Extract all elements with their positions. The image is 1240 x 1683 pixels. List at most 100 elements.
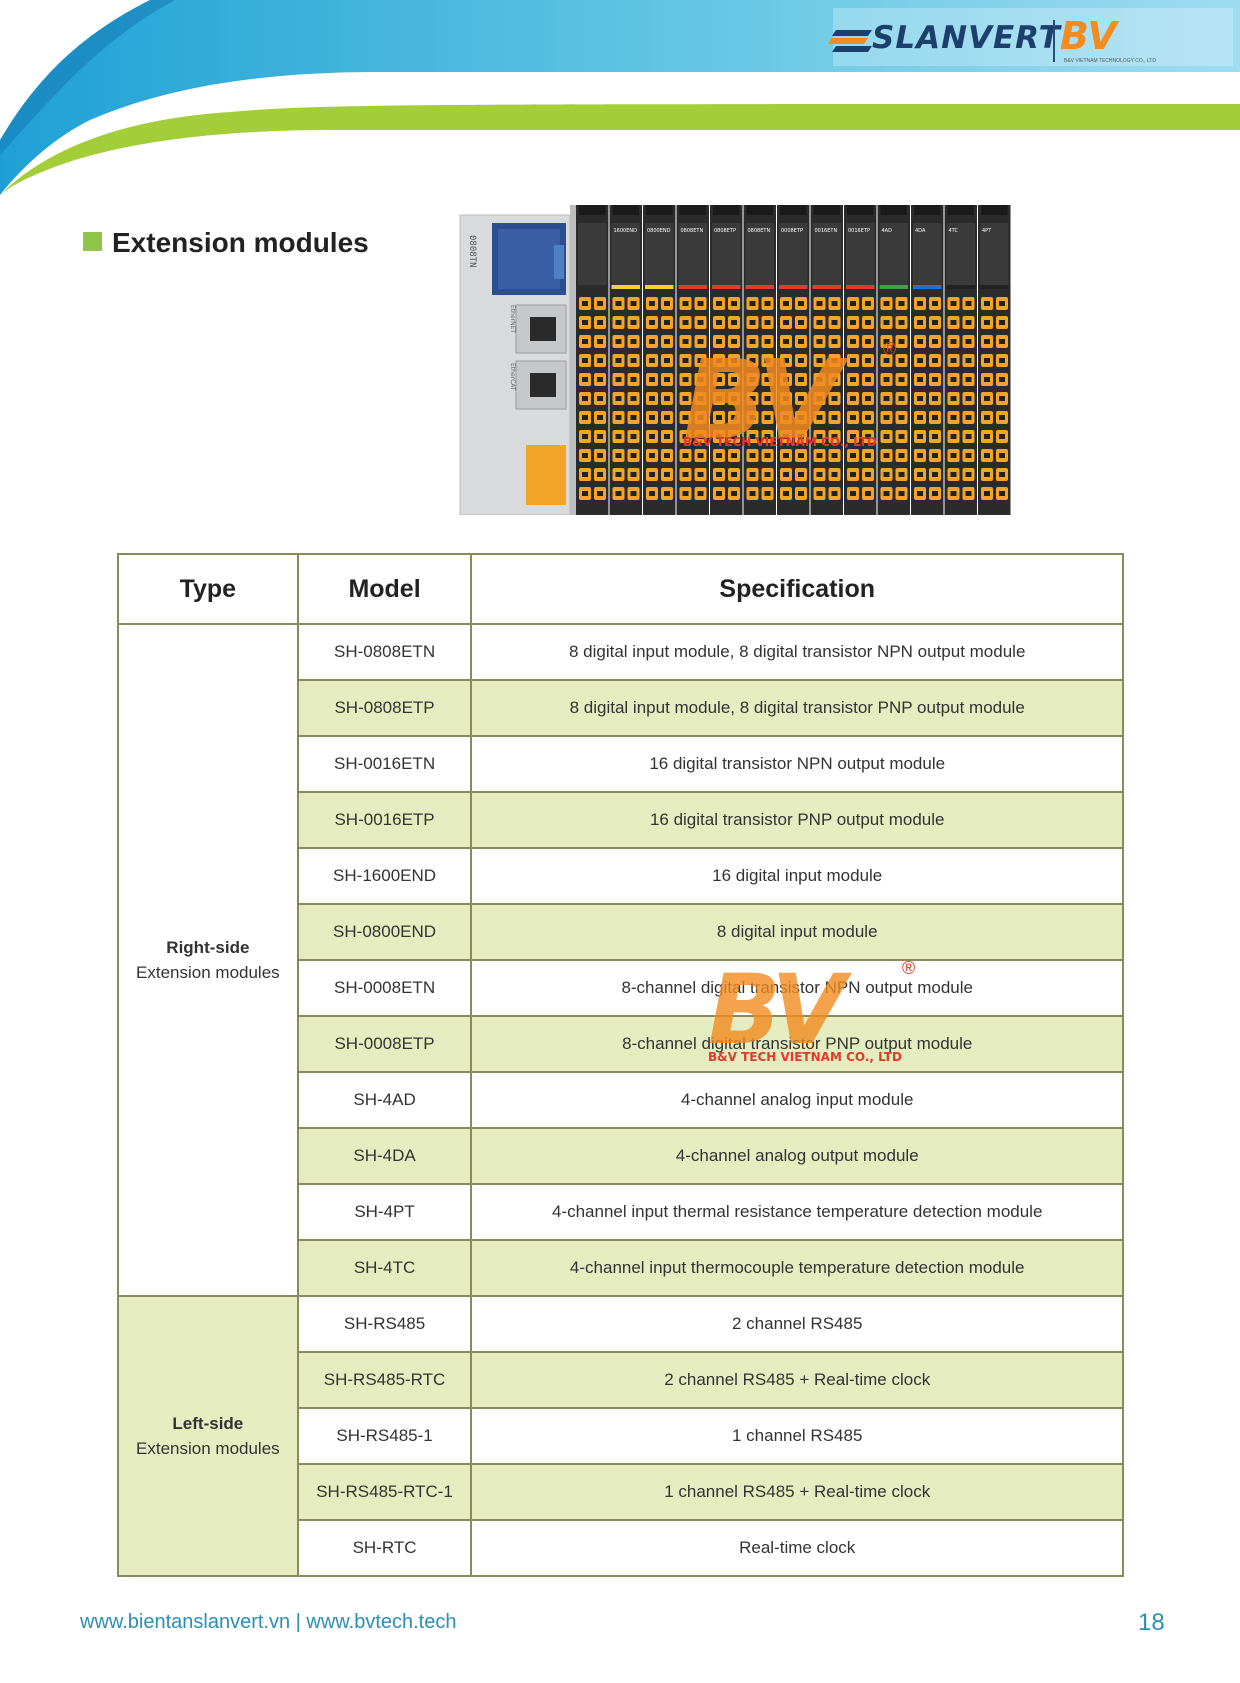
extension-module-slice: 0800END [643,205,676,515]
side-label: 0808TN [467,235,477,268]
model-cell: SH-RS485 [296,1295,473,1353]
table-row: SH-RS485-RTC-1 1 channel RS485 + Real-ti… [118,1463,1124,1521]
model-cell: SH-0800END [296,903,473,961]
module-label: 0016ETP [848,228,870,234]
extension-module-slice: 0808ETN [743,205,776,515]
table-row: SH-4PT 4-channel input thermal resistanc… [118,1183,1124,1241]
model-cell: SH-4TC [296,1239,473,1297]
model-cell: SH-4DA [296,1127,473,1185]
page-header: SLANVERT BV B&V VIETNAM TECHNOLOGY CO., … [0,0,1240,200]
spec-cell: 8 digital input module, 8 digital transi… [470,623,1124,681]
extension-module-slice: 0808ETN [676,205,709,515]
brand-logo [833,8,1233,66]
module-label: 0008ETP [781,228,803,234]
spec-cell: 4-channel input thermocouple temperature… [470,1239,1124,1297]
module-label: 4PT [982,228,992,234]
module-label: 0808ETN [748,228,771,234]
spec-cell: 8-channel digital transistor PNP output … [470,1015,1124,1073]
page-number: 18 [1138,1609,1165,1636]
module-label: 0016ETN [815,228,838,234]
header-wave-graphic [0,0,1240,195]
table-row: SH-0008ETN 8-channel digital transistor … [118,959,1124,1017]
spec-cell: 4-channel input thermal resistance tempe… [470,1183,1124,1241]
spec-cell: 2 channel RS485 + Real-time clock [470,1351,1124,1409]
spec-cell: 16 digital input module [470,847,1124,905]
extension-module-slice [576,205,609,515]
table-row: SH-1600END 16 digital input module [118,847,1124,905]
model-cell: SH-0008ETP [296,1015,473,1073]
section-title: Extension modules [112,227,369,258]
bv-logo-mark: BV [1060,14,1117,58]
model-cell: SH-0808ETP [296,679,473,737]
header-type: Type [117,553,299,625]
model-cell: SH-0016ETN [296,735,473,793]
table-row: Right-side Extension modules SH-0808ETN … [117,623,1124,1297]
model-cell: SH-RS485-RTC-1 [296,1463,473,1521]
type-subtitle: Extension modules [136,1439,280,1458]
plc-module-illustration: 0808TN EtherNET EtherCAT 1600END 0800END 0… [459,205,1011,516]
port-label-ethercat: EtherCAT [509,363,516,391]
table-header-row: Type Model Specification [117,553,1124,625]
header-specification: Specification [470,553,1124,625]
table-row: SH-RS485-1 1 channel RS485 [118,1407,1124,1465]
table-row: Left-side Extension modules SH-RS485 2 c… [117,1295,1124,1577]
logo-background [833,8,1233,66]
module-label: 0800END [647,228,671,234]
model-cell: SH-0008ETN [296,959,473,1017]
table-row: SH-4DA 4-channel analog output module [118,1127,1124,1185]
model-cell: SH-RS485-RTC [296,1351,473,1409]
extension-module-slice: 0016ETP [844,205,877,515]
footer-links[interactable]: www.bientanslanvert.vn | www.bvtech.tech [80,1611,457,1633]
type-cell-right-side: Right-side Extension modules [117,623,299,1297]
model-cell: SH-0016ETP [296,791,473,849]
spec-cell: 8 digital input module, 8 digital transi… [470,679,1124,737]
module-label: 0808ETN [681,228,704,234]
extension-module-slice: 4PT [978,205,1011,515]
extension-module-slice: 0808ETP [710,205,743,515]
spec-cell: 16 digital transistor NPN output module [470,735,1124,793]
model-cell: SH-1600END [296,847,473,905]
module-label: 1600END [614,228,638,234]
spec-cell: 2 channel RS485 [470,1295,1124,1353]
section-bullet-icon [83,232,102,251]
spec-cell: 1 channel RS485 + Real-time clock [470,1463,1124,1521]
type-cell-left-side: Left-side Extension modules [117,1295,299,1577]
table-row: SH-RTC Real-time clock [118,1519,1124,1577]
spec-cell: Real-time clock [470,1519,1124,1577]
brand-name: SLANVERT [872,20,1061,56]
table-row: SH-4AD 4-channel analog input module [118,1071,1124,1129]
port-label-ethernet: EtherNET [509,305,516,333]
slanvert-logo-icon [828,30,872,52]
spec-cell: 4-channel analog output module [470,1127,1124,1185]
model-cell: SH-RS485-1 [296,1407,473,1465]
spec-cell: 16 digital transistor PNP output module [470,791,1124,849]
spec-cell: 8 digital input module [470,903,1124,961]
logo-divider [1053,20,1055,62]
spec-cell: 1 channel RS485 [470,1407,1124,1465]
extension-module-bank: 1600END 0800END 0808ETN 0808ETP 0808ETN 0008E… [570,205,1011,515]
extension-module-slice: 4AD [877,205,910,515]
module-label: 0808ETP [714,228,736,234]
extension-module-slice: 0008ETP [777,205,810,515]
type-subtitle: Extension modules [136,963,280,982]
table-row: SH-RS485-RTC 2 channel RS485 + Real-time… [118,1351,1124,1409]
spec-cell: 4-channel analog input module [470,1071,1124,1129]
spec-cell: 8-channel digital transistor NPN output … [470,959,1124,1017]
type-title: Right-side [166,937,250,957]
header-model: Model [296,553,473,625]
table-row: SH-0808ETP 8 digital input module, 8 dig… [118,679,1124,737]
product-image: 0808TN EtherNET EtherCAT 1600END 0800END 0… [458,205,1014,516]
table-row: SH-0800END 8 digital input module [118,903,1124,961]
extension-module-slice: 4TC [944,205,977,515]
model-cell: SH-RTC [296,1519,473,1577]
module-label: 4AD [882,228,893,234]
extension-modules-table: Type Model Specification Right-side Exte… [117,553,1124,1577]
model-cell: SH-4AD [296,1071,473,1129]
type-title: Left-side [172,1413,244,1433]
brand-subtitle: B&V VIETNAM TECHNOLOGY CO., LTD [1064,58,1156,64]
model-cell: SH-4PT [296,1183,473,1241]
table-row: SH-4TC 4-channel input thermocouple temp… [118,1239,1124,1297]
module-label: 4DA [915,228,926,234]
model-cell: SH-0808ETN [296,623,473,681]
table-row: SH-0008ETP 8-channel digital transistor … [118,1015,1124,1073]
